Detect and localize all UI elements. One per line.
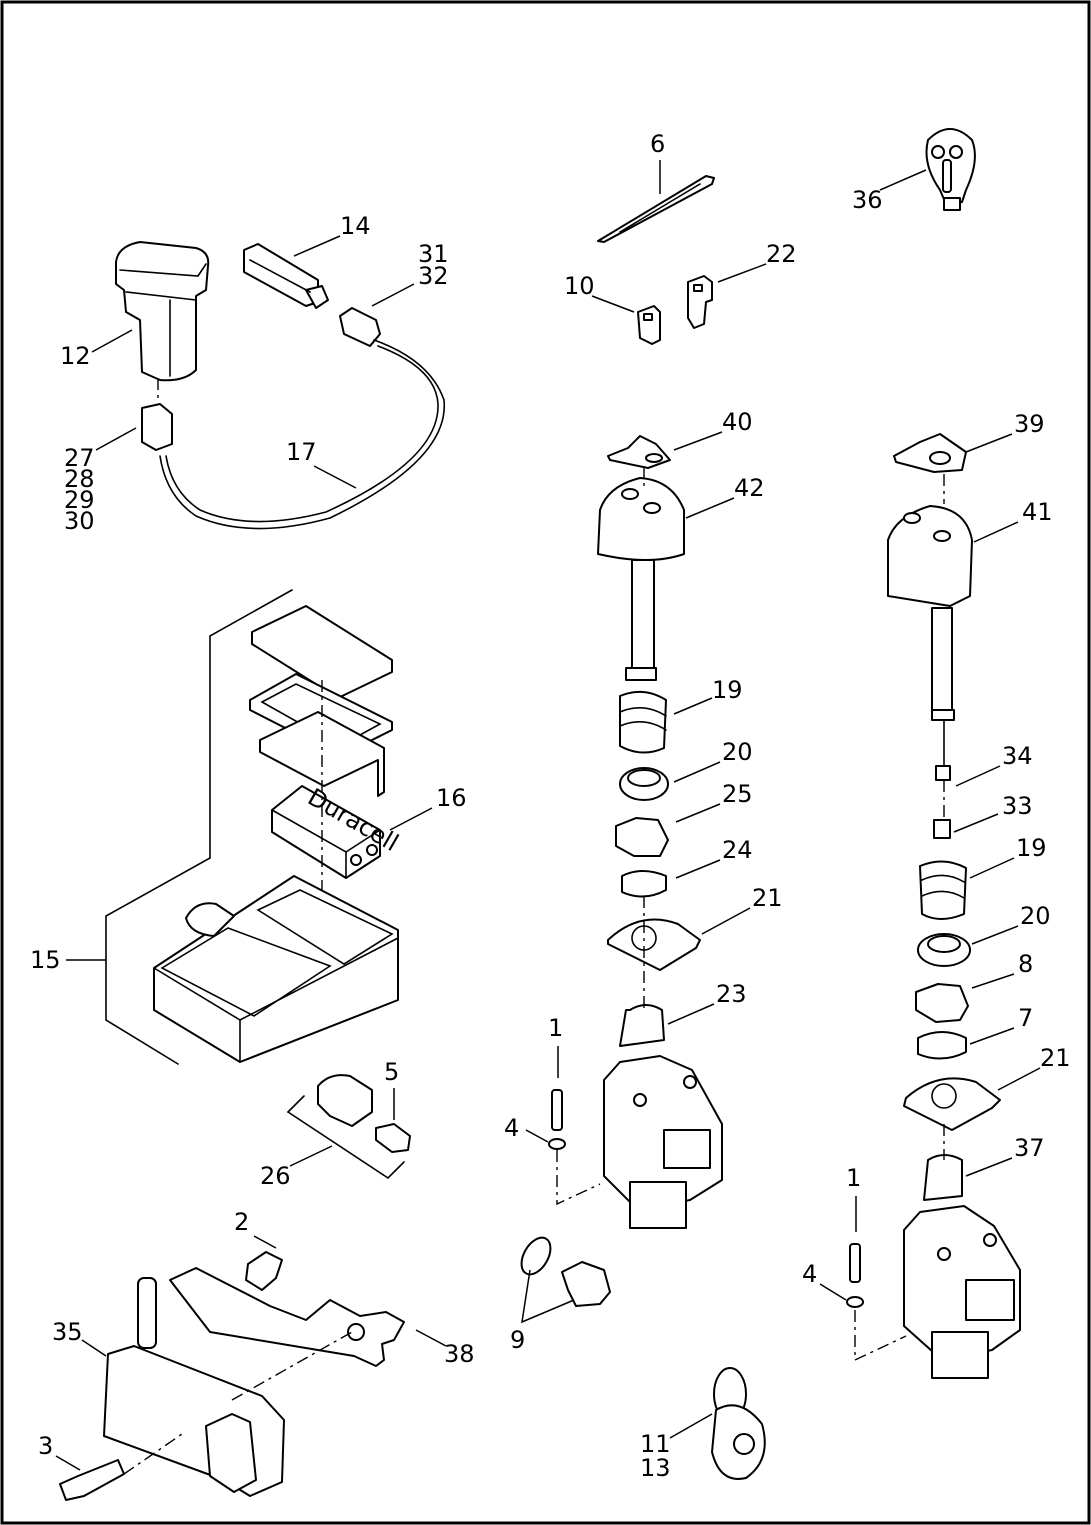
callout-9: 9 xyxy=(510,1326,525,1354)
callout-41: 41 xyxy=(1022,498,1053,526)
callout-7: 7 xyxy=(1018,1004,1033,1032)
callout-26: 26 xyxy=(260,1162,291,1190)
connector-plug xyxy=(243,243,329,309)
key-blank-small xyxy=(637,305,661,345)
callout-34: 34 xyxy=(1002,742,1033,770)
callout-37: 37 xyxy=(1014,1134,1045,1162)
callout-21: 21 xyxy=(1040,1044,1071,1072)
key-tag xyxy=(711,1367,766,1480)
callout-19: 19 xyxy=(712,676,743,704)
callout-28: 28 xyxy=(64,465,95,493)
callout-27: 27 xyxy=(64,444,95,472)
callout-13: 13 xyxy=(640,1454,671,1482)
callout-11: 11 xyxy=(640,1430,671,1458)
callout-22: 22 xyxy=(766,240,797,268)
ignition-switch-small xyxy=(520,1236,611,1307)
callout-labels: 1 1 2 3 4 4 5 6 7 8 9 10 11 13 12 14 15 … xyxy=(30,130,1071,1482)
callout-12: 12 xyxy=(60,342,91,370)
callout-42: 42 xyxy=(734,474,765,502)
battery-enclosure: Duracell xyxy=(66,589,403,1065)
callout-39: 39 xyxy=(1014,410,1045,438)
callout-15: 15 xyxy=(30,946,61,974)
siren-module xyxy=(115,241,210,402)
callout-10: 10 xyxy=(564,272,595,300)
callout-36: 36 xyxy=(852,186,883,214)
callout-20: 20 xyxy=(722,738,753,766)
callout-20: 20 xyxy=(1020,902,1051,930)
callout-32: 32 xyxy=(418,262,449,290)
callout-24: 24 xyxy=(722,836,753,864)
callout-3: 3 xyxy=(38,1432,53,1460)
callout-29: 29 xyxy=(64,486,95,514)
callout-2: 2 xyxy=(234,1208,249,1236)
callout-38: 38 xyxy=(444,1340,475,1368)
callout-1: 1 xyxy=(846,1164,861,1192)
callout-25: 25 xyxy=(722,780,753,808)
callout-14: 14 xyxy=(340,212,371,240)
callout-40: 40 xyxy=(722,408,753,436)
callout-21: 21 xyxy=(752,884,783,912)
callout-8: 8 xyxy=(1018,950,1033,978)
key-fob xyxy=(925,128,976,211)
callout-33: 33 xyxy=(1002,792,1033,820)
leader-lines xyxy=(55,160,1041,1471)
key-blank-large xyxy=(687,275,713,329)
callout-6: 6 xyxy=(650,130,665,158)
callout-23: 23 xyxy=(716,980,747,1008)
ignition-assembly-right xyxy=(846,433,1021,1379)
callout-30: 30 xyxy=(64,507,95,535)
switch-assembly xyxy=(287,1074,411,1180)
callout-16: 16 xyxy=(436,784,467,812)
wire-harness xyxy=(141,307,446,530)
callout-17: 17 xyxy=(286,438,317,466)
callout-1: 1 xyxy=(548,1014,563,1042)
callout-4: 4 xyxy=(802,1260,817,1288)
cable-tie xyxy=(597,175,715,243)
callout-5: 5 xyxy=(384,1058,399,1086)
ignition-assembly-left xyxy=(548,435,723,1229)
callout-4: 4 xyxy=(504,1114,519,1142)
callout-35: 35 xyxy=(52,1318,83,1346)
callout-19: 19 xyxy=(1016,834,1047,862)
antenna-module xyxy=(59,1251,405,1501)
callout-31: 31 xyxy=(418,240,449,268)
